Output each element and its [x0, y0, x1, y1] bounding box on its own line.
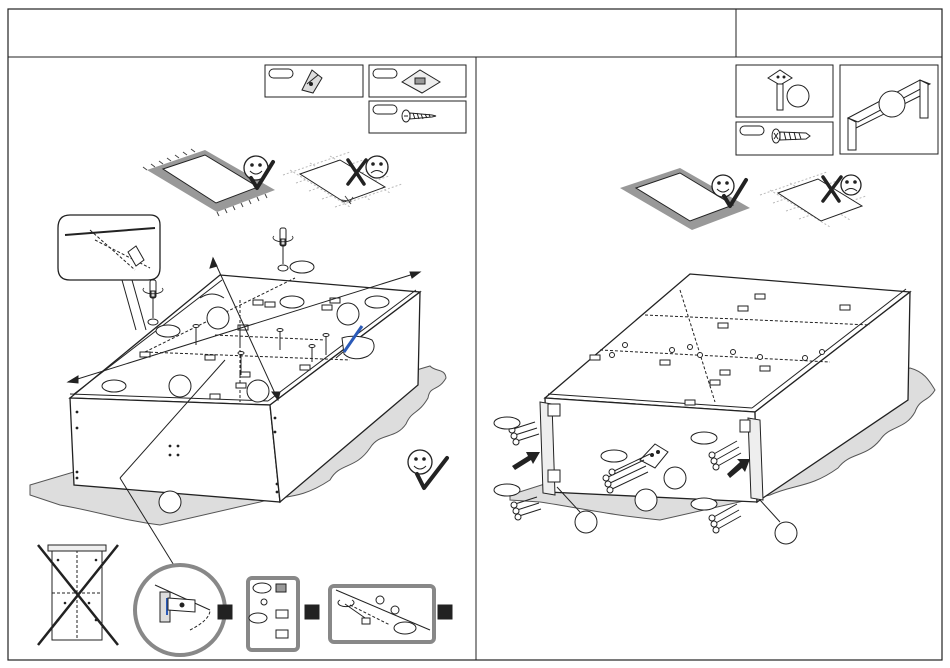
sad-face-icon	[841, 175, 861, 195]
screw-icon	[402, 110, 436, 122]
zoom-detail-edge	[58, 215, 160, 330]
surface-on-carpet-good	[620, 168, 750, 230]
result-ok	[408, 450, 447, 488]
part-box-corner-bracket	[265, 65, 363, 97]
smiley-face-icon	[408, 450, 432, 474]
sad-face-icon	[366, 156, 388, 178]
right-cabinet	[540, 274, 910, 502]
part-box-leg-plate	[736, 65, 833, 117]
part-box-screw	[369, 101, 466, 133]
connector-plate-icon	[402, 70, 440, 93]
smiley-face-icon	[712, 175, 734, 197]
screwdriver-icon	[273, 228, 293, 271]
surface-on-carpet-good	[143, 149, 275, 216]
zoom-box-screwing	[330, 586, 434, 642]
surface-on-floor-bad	[760, 172, 866, 227]
surface-on-floor-bad	[283, 152, 402, 207]
step-arrow-block	[305, 605, 319, 619]
zoom-circle-bracket	[135, 565, 225, 655]
corner-bracket-icon	[302, 70, 322, 93]
part-box-screw	[736, 122, 833, 155]
wrong-orientation	[38, 545, 118, 645]
screwdriver-icon	[143, 280, 163, 325]
screw-icon	[772, 129, 810, 143]
left-panel	[30, 65, 466, 655]
step-arrow-block	[438, 605, 452, 619]
part-box-connector-plate	[369, 65, 466, 97]
part-box-frame-leg	[840, 65, 938, 154]
right-panel	[494, 65, 938, 544]
zoom-box-fittings	[248, 578, 298, 650]
step-arrow-block	[218, 605, 232, 619]
